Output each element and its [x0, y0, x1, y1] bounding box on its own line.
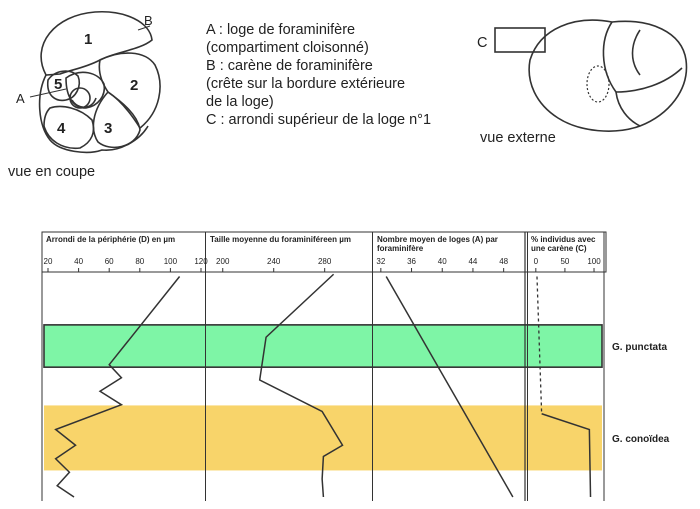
panel-1-tick-80: 80 [135, 257, 144, 266]
legend-line-c: B : carène de foraminifère [206, 58, 373, 74]
aperture-detail [71, 97, 97, 109]
panel-2-title-line-1: Taille moyenne du foraminiféreen µm [210, 235, 351, 244]
panel-1-title-line-1: Arrondi de la périphérie (D) en µm [46, 235, 175, 244]
panel-1-tick-60: 60 [105, 257, 114, 266]
panel-4-tick-100: 100 [587, 257, 601, 266]
chamber-1-outline [40, 11, 153, 76]
chamber-5-outline [46, 70, 81, 102]
panel-3-title-line-1: Nombre moyen de loges (A) par [377, 235, 498, 244]
legend-line-e: de la loge) [206, 94, 274, 110]
chamber-4-outline [43, 105, 95, 150]
section-view-caption: vue en coupe [8, 164, 95, 180]
panel-2-curve [258, 273, 344, 498]
legend-line-b: (compartiment cloisonné) [206, 40, 369, 56]
outer-wall-outline [38, 74, 149, 154]
panel-1-tick-40: 40 [74, 257, 83, 266]
proloculus-outline [69, 87, 91, 109]
panel-4-curve-dashed [536, 276, 543, 414]
external-chamber-seam-1 [602, 21, 617, 93]
label-c: C [477, 35, 487, 51]
external-view-labels: C vue externe [477, 35, 556, 146]
legend-line-a: A : loge de foraminifère [206, 22, 355, 38]
panel-3-tick-32: 32 [376, 257, 385, 266]
label-b: B [144, 13, 153, 28]
chamber-label-3: 3 [104, 120, 112, 137]
band-punctata [43, 324, 603, 368]
chamber-label-5: 5 [54, 76, 62, 93]
panel-1-tick-120: 120 [194, 257, 208, 266]
panel-3-tick-48: 48 [499, 257, 508, 266]
chamber-label-2: 2 [130, 77, 138, 94]
panel-2-tick-200: 200 [216, 257, 230, 266]
panel-4-tick-50: 50 [560, 257, 569, 266]
panel-4-title-line-2: une carène (C) [531, 244, 587, 253]
external-chamber-seam-4 [631, 29, 641, 76]
panel-3-tick-40: 40 [438, 257, 447, 266]
panel-1-curve [54, 276, 181, 498]
panel-1-tick-20: 20 [44, 257, 53, 266]
panel-4-tick-0: 0 [534, 257, 539, 266]
band-label-conoidea: G. conoïdea [612, 434, 670, 445]
external-chamber-seam-3 [615, 91, 641, 127]
panel-2-tick-240: 240 [267, 257, 281, 266]
panel-2-tick-280: 280 [318, 257, 332, 266]
label-a-leader [29, 88, 67, 98]
panel-3-tick-44: 44 [468, 257, 477, 266]
chamber-label-1: 1 [84, 31, 92, 48]
legend-line-f: C : arrondi supérieur de la loge n°1 [206, 112, 431, 128]
external-view-caption: vue externe [480, 130, 556, 146]
panel-1-tick-100: 100 [164, 257, 178, 266]
panel-4-curve [541, 413, 592, 498]
label-b-leader [137, 25, 151, 31]
upper-rounding-bar [494, 27, 546, 53]
external-body-outline [528, 19, 688, 132]
external-aperture-patch [586, 65, 610, 103]
panel-3-title-line-2: foraminifère [377, 244, 424, 253]
panel-3-tick-36: 36 [407, 257, 416, 266]
section-view-labels: 1 2 3 4 5 A B vue en coupe [8, 13, 153, 180]
stratigraphic-chart: Arrondi de la périphérie (D) en µm 20 40 60… [41, 231, 670, 501]
external-view-drawing [494, 19, 688, 132]
external-chamber-seam-2 [615, 67, 683, 93]
chamber-label-4: 4 [57, 120, 66, 137]
band-label-punctata: G. punctata [612, 342, 667, 353]
legend-line-d: (crête sur la bordure extérieure [206, 76, 405, 92]
legend-text: A : loge de foraminifère (compartiment c… [206, 22, 431, 128]
section-view-drawing [29, 11, 161, 154]
panel-4-title-line-1: % individus avec [531, 235, 596, 244]
label-a: A [16, 91, 25, 106]
panel-3-curve [385, 276, 514, 498]
